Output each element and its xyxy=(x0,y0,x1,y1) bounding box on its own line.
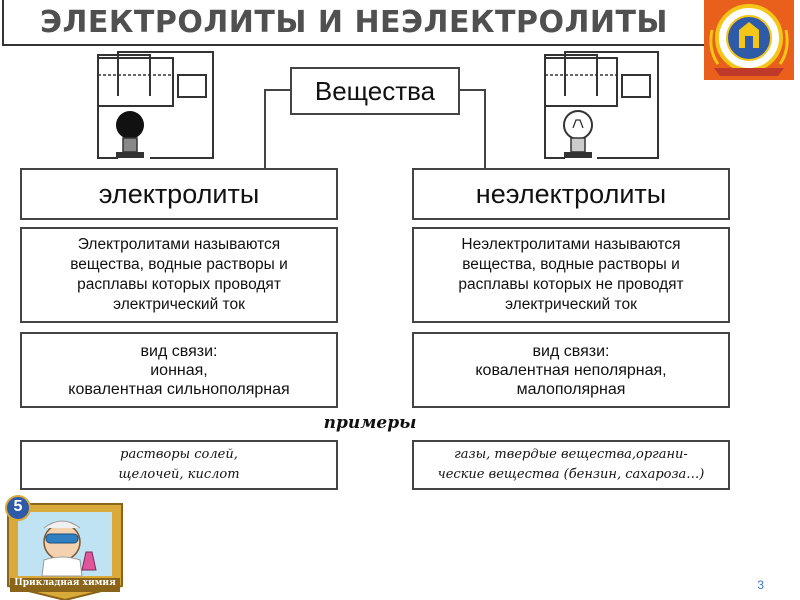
badge-number: 5 xyxy=(13,498,23,515)
conductivity-apparatus-right xyxy=(544,51,659,159)
electrolytes-definition: Электролитами называются вещества, водны… xyxy=(20,227,338,323)
electrolytes-examples-text: растворы солей, щелочей, кислот xyxy=(118,447,240,482)
nonelectrolytes-definition: Неэлектролитами называются вещества, вод… xyxy=(412,227,730,323)
examples-label: примеры xyxy=(323,413,417,433)
root-label: Вещества xyxy=(314,75,436,106)
nonelectrolytes-header: неэлектролиты xyxy=(412,168,730,220)
nonelectrolytes-bond-text: вид связи: ковалентная неполярная, малоп… xyxy=(475,342,667,398)
electrolytes-definition-text: Электролитами называются вещества, водны… xyxy=(70,236,288,313)
school-emblem-icon xyxy=(704,0,794,80)
conductivity-apparatus-left xyxy=(97,51,214,159)
connector-left xyxy=(264,89,290,168)
root-node: Вещества xyxy=(290,67,460,115)
bulb-lit-icon xyxy=(116,111,144,158)
bulb-unlit-icon xyxy=(563,110,593,158)
connector-right xyxy=(460,89,486,168)
electrolytes-examples: растворы солей, щелочей, кислот xyxy=(20,440,338,490)
electrolytes-header-label: электролиты xyxy=(98,178,260,209)
badge-caption: Прикладная химия xyxy=(14,578,116,588)
slide-title-box: ЭЛЕКТРОЛИТЫ И НЕЭЛЕКТРОЛИТЫ xyxy=(2,0,706,46)
nonelectrolytes-bond-type: вид связи: ковалентная неполярная, малоп… xyxy=(412,332,730,408)
applied-chemistry-badge-icon xyxy=(5,495,123,600)
nonelectrolytes-examples: газы, твердые вещества,органи- ческие ве… xyxy=(412,440,730,490)
nonelectrolytes-header-label: неэлектролиты xyxy=(475,178,667,209)
nonelectrolytes-examples-text: газы, твердые вещества,органи- ческие ве… xyxy=(437,447,705,482)
slide-title: ЭЛЕКТРОЛИТЫ И НЕЭЛЕКТРОЛИТЫ xyxy=(39,4,669,40)
electrolytes-bond-text: вид связи: ионная, ковалентная сильнопол… xyxy=(68,342,290,398)
nonelectrolytes-definition-text: Неэлектролитами называются вещества, вод… xyxy=(458,236,684,313)
electrolytes-bond-type: вид связи: ионная, ковалентная сильнопол… xyxy=(20,332,338,408)
electrolytes-header: электролиты xyxy=(20,168,338,220)
slide-number: 3 xyxy=(757,578,764,592)
